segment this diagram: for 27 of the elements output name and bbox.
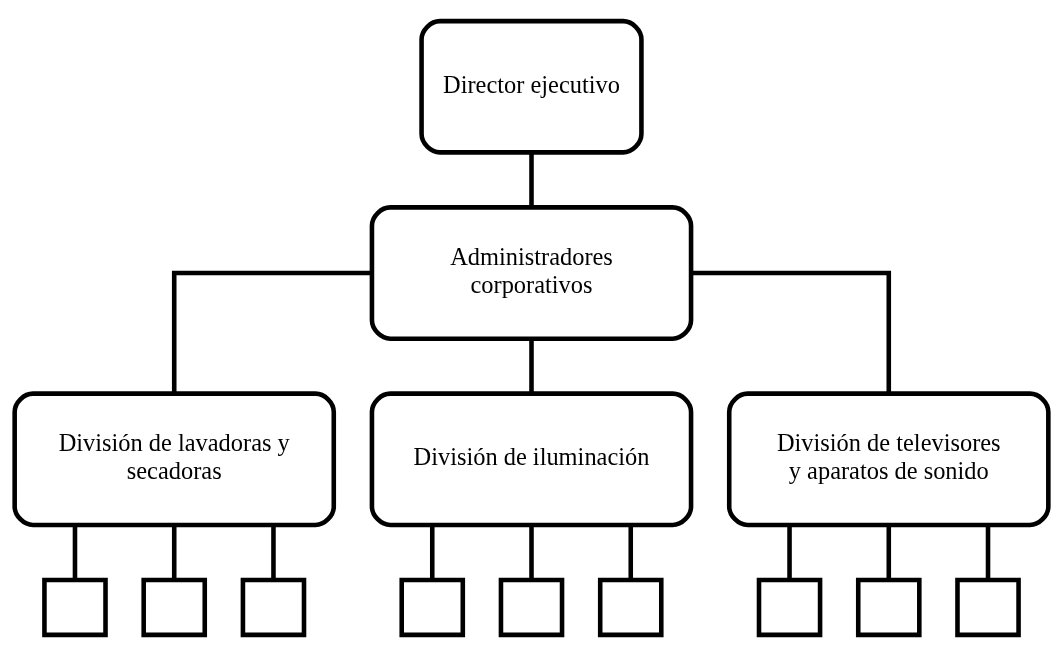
node-box: División de televisores y aparatos de sonido xyxy=(726,391,1051,528)
connector xyxy=(271,525,276,580)
node-box xyxy=(955,577,1021,638)
connector xyxy=(787,525,792,580)
node-box: División de lavadoras y secadoras xyxy=(12,391,337,528)
connector xyxy=(529,338,534,394)
node-box xyxy=(240,577,307,638)
connector xyxy=(886,525,892,580)
node-box xyxy=(597,577,664,638)
connector xyxy=(171,270,372,394)
connector xyxy=(171,525,177,580)
connector xyxy=(529,525,534,580)
node-box xyxy=(141,577,208,638)
connector xyxy=(985,525,991,580)
connector xyxy=(72,525,78,580)
node-box xyxy=(498,577,565,638)
node-box: Director ejecutivo xyxy=(419,18,644,155)
connector xyxy=(529,152,534,208)
node-box: División de iluminación xyxy=(369,391,694,528)
node-box xyxy=(855,577,922,638)
node-box xyxy=(42,577,108,638)
connector xyxy=(429,525,435,580)
node-box: Administradores corporativos xyxy=(369,205,694,341)
connector xyxy=(628,525,634,580)
connector xyxy=(691,270,892,394)
node-box xyxy=(756,577,823,638)
node-box xyxy=(399,577,466,638)
